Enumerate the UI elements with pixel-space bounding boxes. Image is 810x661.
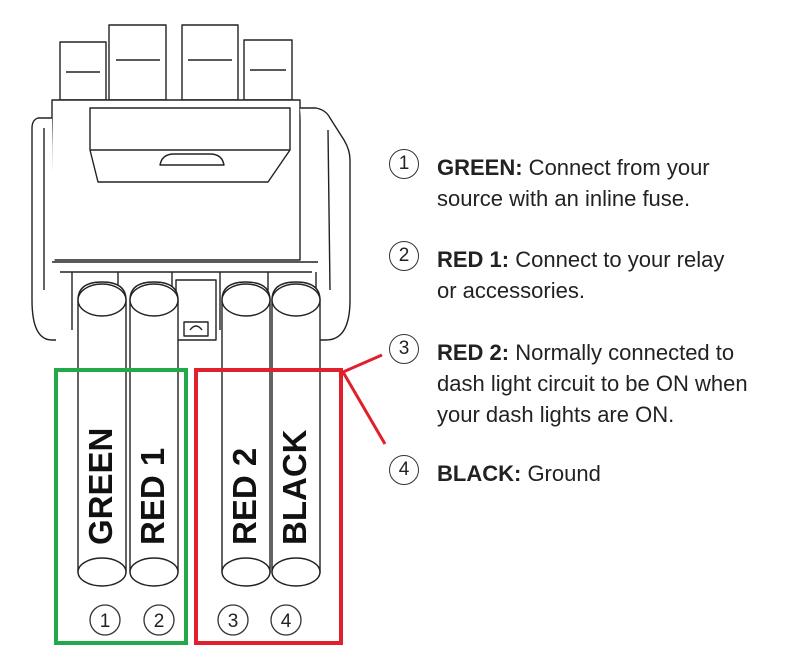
connector-housing xyxy=(31,24,351,341)
legend-line: Connect from your xyxy=(522,155,710,180)
legend-number-2: 2 xyxy=(389,241,419,271)
legend-title-green: GREEN: xyxy=(437,155,523,180)
legend-number-4: 4 xyxy=(389,455,419,485)
legend-text-red-2: RED 2: Normally connected to dash light … xyxy=(437,337,809,430)
legend-line: Connect to your relay xyxy=(509,247,725,272)
legend-number-1: 1 xyxy=(389,149,419,179)
legend-line: or accessories. xyxy=(437,278,585,303)
legend-line: your dash lights are ON. xyxy=(437,402,675,427)
legend-text-red-1: RED 1: Connect to your relay or accessor… xyxy=(437,244,809,306)
legend-title-red-1: RED 1: xyxy=(437,247,510,272)
wire-number-3: 3 xyxy=(217,604,249,636)
wire-number-4: 4 xyxy=(270,604,302,636)
wire-number-2: 2 xyxy=(143,604,175,636)
svg-text:3: 3 xyxy=(228,611,239,632)
legend-line: Ground xyxy=(521,461,601,486)
red-highlight-box xyxy=(194,368,343,645)
wire-number-1: 1 xyxy=(89,604,121,636)
wire-label-red-2: RED 2 xyxy=(226,448,263,545)
legend-line: Normally connected to xyxy=(509,340,735,365)
legend-line: source with an inline fuse. xyxy=(437,186,691,211)
svg-text:1: 1 xyxy=(100,611,111,632)
svg-text:4: 4 xyxy=(281,611,292,632)
red-pointer-lines xyxy=(341,353,387,445)
legend-number-3: 3 xyxy=(389,334,419,364)
wire-label-red-1: RED 1 xyxy=(134,448,171,545)
wire-label-green: GREEN xyxy=(82,428,119,545)
legend-line: dash light circuit to be ON when xyxy=(437,371,748,396)
legend-title-red-2: RED 2: xyxy=(437,340,510,365)
green-highlight-box xyxy=(54,368,188,645)
wire-label-black: BLACK xyxy=(276,429,313,545)
legend-text-black: BLACK: Ground xyxy=(437,458,809,489)
legend-title-black: BLACK: xyxy=(437,461,522,486)
legend-text-green: GREEN: Connect from your source with an … xyxy=(437,152,809,214)
svg-text:2: 2 xyxy=(154,611,165,632)
wires xyxy=(77,281,321,587)
